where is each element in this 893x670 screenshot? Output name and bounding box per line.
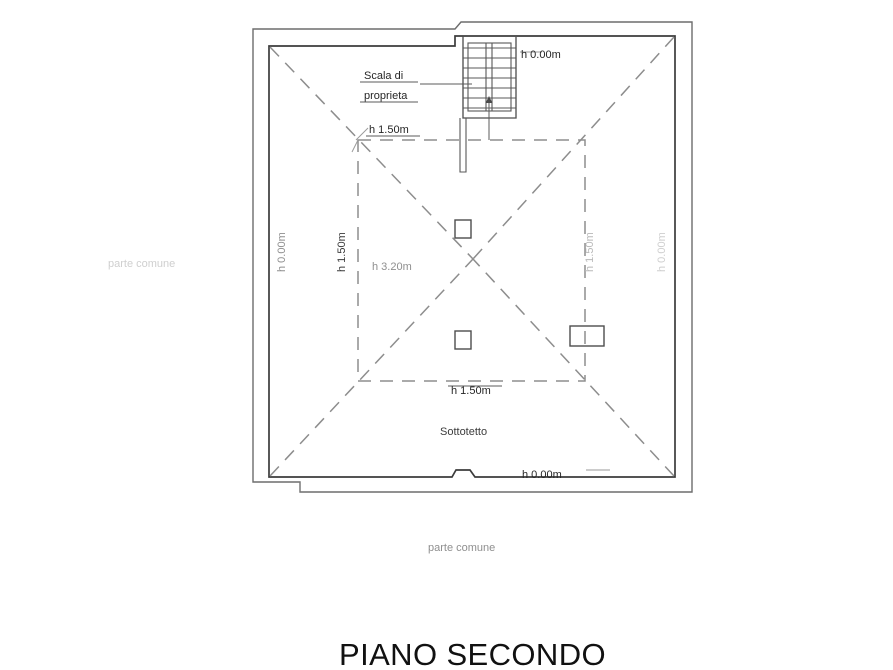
stair-label-line1: Scala di [364,70,403,82]
stair-label-line2: proprieta [364,90,408,102]
height-label-top-ridge: h 1.50m [369,124,409,136]
hip-line-top-left [269,46,474,260]
common-area-label-bottom: parte comune [428,542,495,554]
ridge-rectangle [357,139,586,382]
hip-roof-lines [269,36,675,477]
leader-lines [351,51,610,471]
height-label-right-wall: h 0.00m [656,232,668,272]
skylight-upper [454,219,472,239]
height-label-left-wall: h 0.00m [276,232,288,272]
height-label-top-right: h 0.00m [521,49,561,61]
stairwell-shaft [459,118,467,173]
common-area-label-left: parte comune [108,258,175,270]
inner-wall-outline [268,35,676,478]
hip-line-bottom-left [269,258,474,477]
staircase [459,35,517,173]
hip-line-bottom-right [472,258,675,477]
height-label-right-ridge: h 1.50m [584,232,596,272]
skylight-right [569,325,605,347]
height-label-left-ridge: h 1.50m [336,232,348,272]
height-label-bottom-ridge: h 1.50m [451,385,491,397]
leader-ridge-tl [355,127,369,141]
height-label-center-peak: h 3.20m [372,261,412,273]
height-label-bottom-wall: h 0.00m [522,469,562,481]
stair-enclosure-edge [463,36,517,119]
leader-ridge-tl-2 [351,139,359,153]
room-label-sottotetto: Sottotetto [440,426,487,438]
outer-wall-outline [252,21,693,493]
skylight-lower [454,330,472,350]
hip-line-top-right [472,36,675,260]
skylight-openings [454,219,605,350]
page-title: PIANO SECONDO [339,637,606,670]
stair-direction-arrow [485,96,493,140]
